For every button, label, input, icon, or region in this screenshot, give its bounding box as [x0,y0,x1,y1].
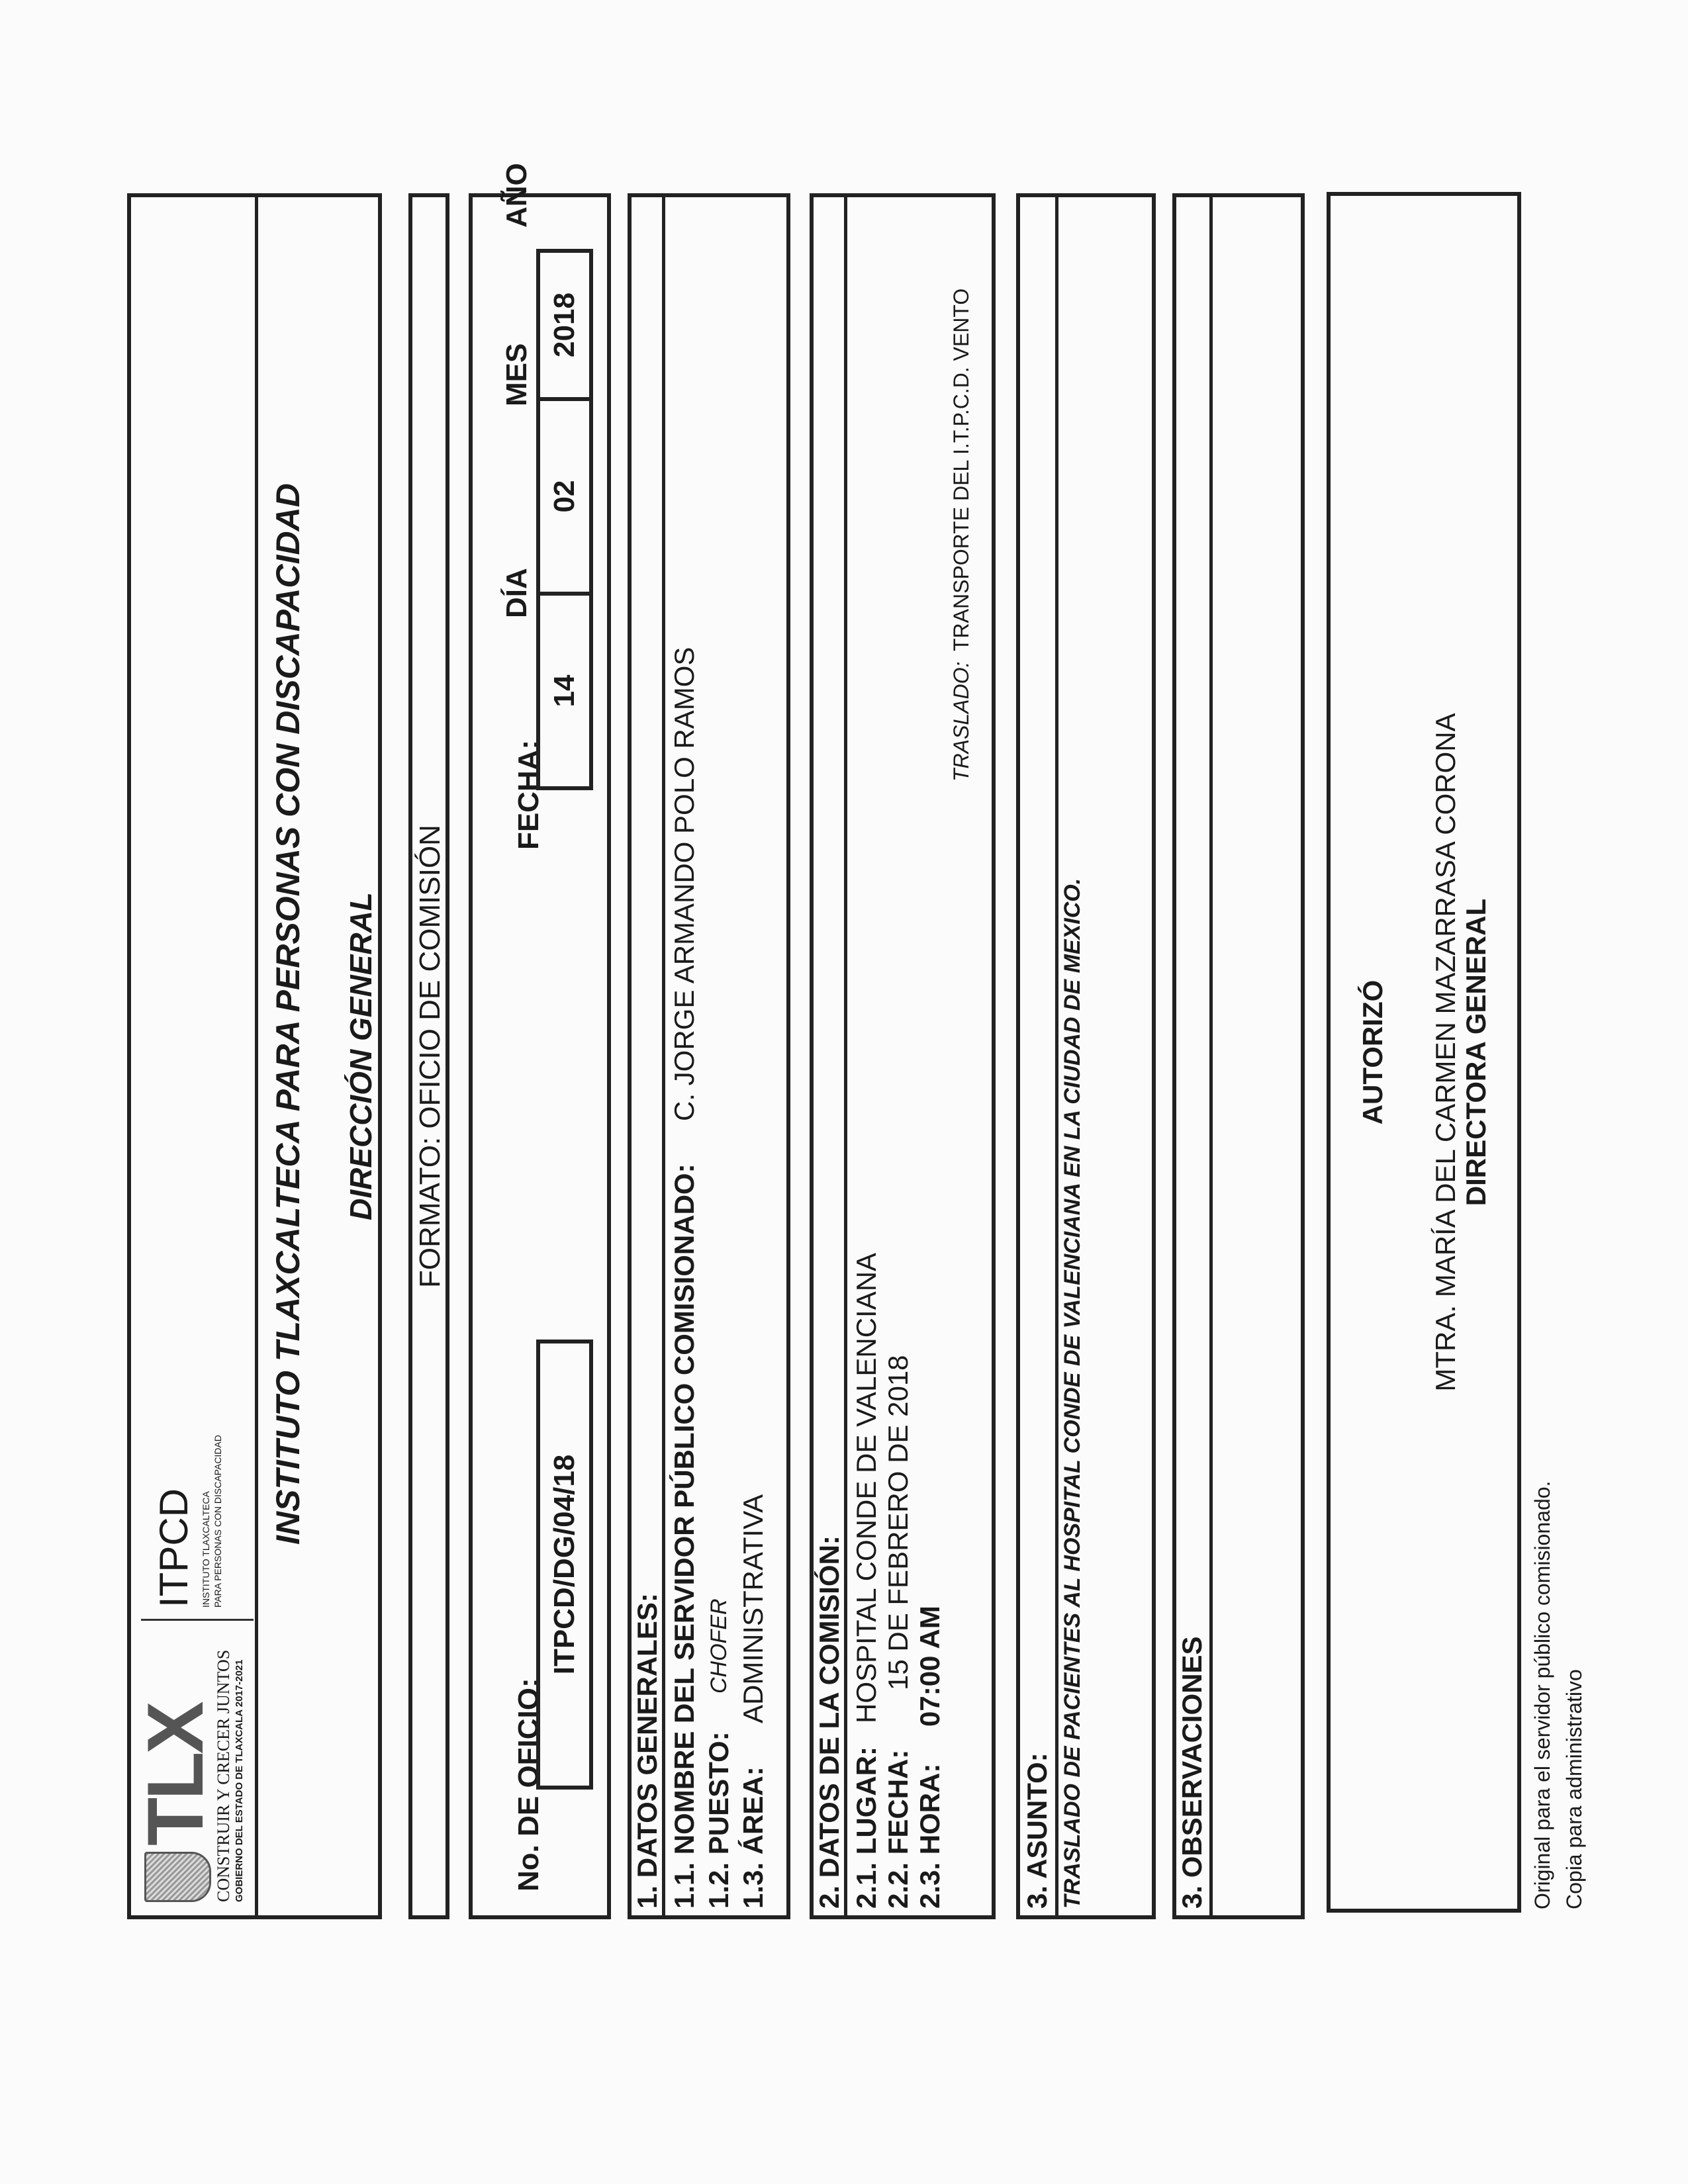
inst-acronym: ITPCD [152,1488,196,1608]
dia-label: DÍA [500,568,533,618]
nombre-value: C. JORGE ARMANDO POLO RAMOS [669,647,700,1121]
observaciones-box: 3. OBSERVACIONES [1172,193,1305,1919]
footer-copia: Copia para administrativo [1562,1669,1586,1909]
logo-sub: GOBIERNO DEL ESTADO DE TLAXCALA 2017-202… [234,1659,245,1902]
department-title: DIRECCIÓN GENERAL [344,892,378,1220]
inst-line1: INSTITUTO TLAXCALTECA [201,1491,211,1608]
format-box: FORMATO: OFICIO DE COMISIÓN [408,193,449,1919]
fecha-comision-label: 2.2. FECHA: [882,1749,914,1909]
datos-comision-box: 2. DATOS DE LA COMISIÓN: 2.1. LUGAR: HOS… [810,193,996,1919]
puesto-value: CHOFER [706,1598,731,1694]
section-title: 3. ASUNTO: [1021,1752,1053,1909]
autorizo-label: AUTORIZÓ [1357,979,1388,1125]
section-title: 2. DATOS DE LA COMISIÓN: [814,1535,845,1909]
hora-value: 07:00 AM [914,1606,945,1727]
mes-label: MES [500,343,533,406]
signer-name: MTRA. MARÍA DEL CARMEN MAZARRASA CORONA [1430,713,1461,1392]
mes-field: 02 [536,397,593,596]
area-label: 1.3. ÁREA: [737,1766,769,1909]
hora-label: 2.3. HORA: [914,1763,945,1909]
header-box: TLX CONSTRUIR Y CRECER JUNTOS GOBIERNO D… [127,193,382,1919]
lugar-label: 2.1. LUGAR: [851,1746,882,1909]
dia-field: 14 [536,592,593,790]
asunto-box: 3. ASUNTO: TRASLADO DE PACIENTES AL HOSP… [1016,193,1156,1919]
inst-line2: PARA PERSONAS CON DISCAPACIDAD [212,1435,223,1608]
traslado-label: TRASLADO: [949,661,973,782]
puesto-label: 1.2. PUESTO: [703,1731,734,1909]
signature-box: AUTORIZÓ MTRA. MARÍA DEL CARMEN MAZARRAS… [1327,192,1521,1913]
signer-position: DIRECTORA GENERAL [1460,898,1491,1206]
lugar-value: HOSPITAL CONDE DE VALENCIANA [851,1252,882,1723]
logo: TLX CONSTRUIR Y CRECER JUNTOS GOBIERNO D… [131,1359,254,1902]
area-value: ADMINISTRATIVA [737,1494,769,1723]
nombre-label: 1.1. NOMBRE DEL SERVIDOR PÚBLICO COMISIO… [669,1163,700,1909]
logo-slogan: CONSTRUIR Y CRECER JUNTOS [214,1649,233,1902]
state-seal-icon [144,1852,211,1902]
datos-generales-box: 1. DATOS GENERALES: 1.1. NOMBRE DEL SERV… [628,193,790,1919]
format-title: FORMATO: OFICIO DE COMISIÓN [414,825,446,1288]
asunto-text: TRASLADO DE PACIENTES AL HOSPITAL CONDE … [1060,878,1085,1909]
anio-label: AÑO [500,163,533,228]
anio-field: 2018 [536,249,593,401]
logo-letters: TLX [131,1704,220,1846]
section-title: 1. DATOS GENERALES: [632,1593,663,1909]
oficio-number-field: ITPCD/DG/04/18 [536,1340,593,1790]
oficio-fecha-box: No. DE OFICIO: ITPCD/DG/04/18 FECHA: DÍA… [469,163,611,1919]
fecha-comision-value: 15 DE FEBRERO DE 2018 [882,1355,914,1690]
traslado-value: TRANSPORTE DEL I.T.P.C.D. VENTO [949,288,973,651]
institute-title: INSTITUTO TLAXCALTECA PARA PERSONAS CON … [269,483,306,1545]
section-title: 3. OBSERVACIONES [1176,1636,1207,1909]
footer-original: Original para el servidor público comisi… [1530,1480,1554,1909]
